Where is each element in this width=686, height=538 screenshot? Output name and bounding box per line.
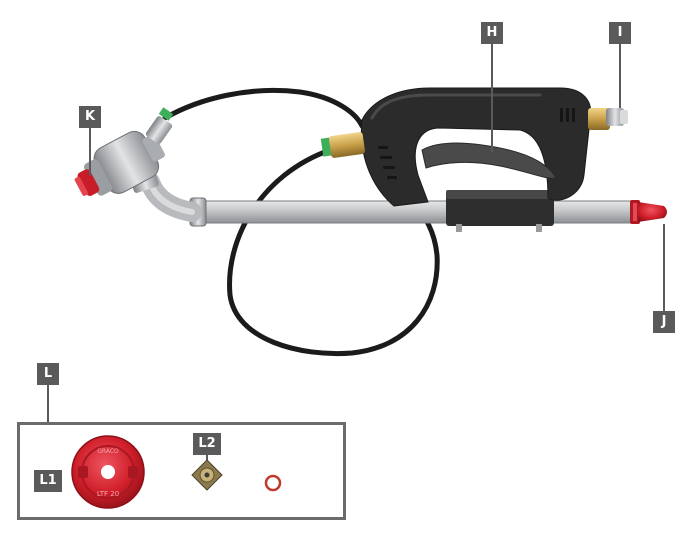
trigger-h [421,142,557,179]
label-h: H [481,22,503,44]
tip-seal-l2 [191,459,223,491]
label-j: J [653,311,675,333]
label-l2: L2 [193,433,221,455]
nozzle-cap-text: GRACO [97,448,119,455]
hose-inlet-fitting [320,132,365,158]
supply-hose [162,87,365,129]
nozzle-size-text: LTF 20 [97,490,119,498]
nozzle-cap-l1: GRACO LTF 20 [71,435,145,509]
label-l1: L1 [34,470,62,492]
o-ring [264,474,282,492]
filter-assembly [74,107,202,222]
label-l: L [37,363,59,385]
label-k: K [79,106,101,128]
gun-handle [360,87,592,207]
swivel-fitting-i [588,108,628,130]
label-i: I [609,22,631,44]
tip-guard-j [630,200,667,224]
